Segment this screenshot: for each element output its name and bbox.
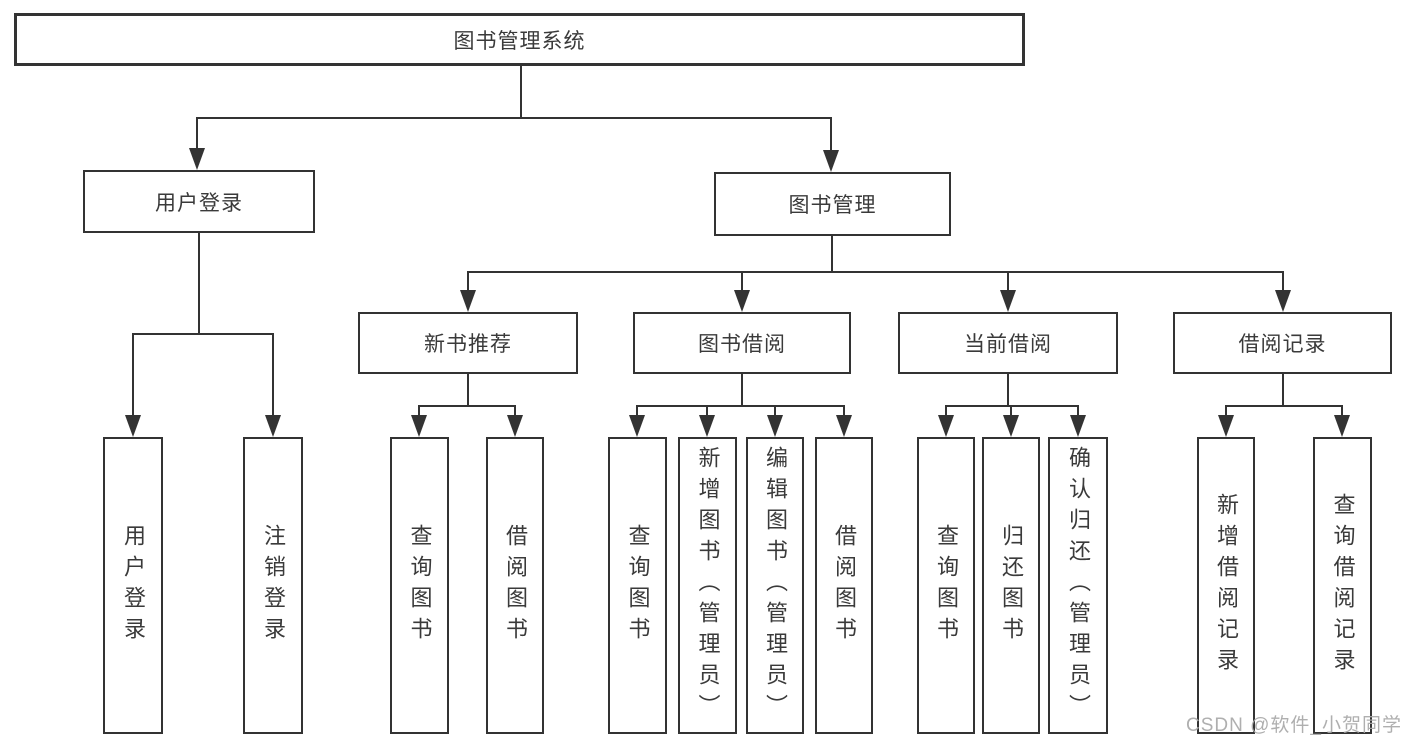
arrow-down-icon	[1003, 415, 1019, 437]
connector-user-login-branch	[132, 333, 274, 335]
connector-to-level3	[467, 271, 469, 292]
connector-stem	[741, 374, 743, 407]
connector-branch	[945, 405, 1079, 407]
arrow-down-icon	[460, 290, 476, 312]
leaf-user-login: 用户登录	[103, 437, 163, 734]
node-current-borrowing: 当前借阅	[898, 312, 1118, 374]
node-new-book-recommendation-label: 新书推荐	[424, 333, 512, 356]
connector-to-level3	[1007, 271, 1009, 292]
leaf-query-books-current-label: 查询图书	[934, 523, 959, 648]
connector-user-login-stem	[198, 233, 200, 335]
connector-to-leaf	[418, 405, 420, 417]
connector-root-branch	[196, 117, 832, 119]
leaf-add-books-admin-label: 新增图书（管理员）	[695, 446, 721, 725]
connector-to-leaf	[132, 333, 134, 415]
connector-to-leaf	[1225, 405, 1227, 417]
arrow-down-icon	[265, 415, 281, 437]
leaf-borrow-books-recommend-label: 借阅图书	[503, 523, 528, 648]
connector-to-leaf	[1341, 405, 1343, 417]
leaf-query-books-recommend: 查询图书	[390, 437, 449, 734]
node-book-management: 图书管理	[714, 172, 951, 236]
leaf-user-login-label: 用户登录	[121, 523, 146, 648]
connector-book-management-stem	[831, 236, 833, 273]
connector-to-leaf	[843, 405, 845, 417]
connector-to-level3	[741, 271, 743, 292]
connector-to-leaf	[1077, 405, 1079, 417]
leaf-add-borrow-record-label: 新增借阅记录	[1214, 492, 1239, 679]
node-user-login: 用户登录	[83, 170, 315, 233]
connector-root-stem	[520, 66, 522, 119]
node-borrowing-records: 借阅记录	[1173, 312, 1392, 374]
arrow-down-icon	[1334, 415, 1350, 437]
leaf-query-books-current: 查询图书	[917, 437, 975, 734]
leaf-query-books-borrowing: 查询图书	[608, 437, 667, 734]
arrow-down-icon	[1275, 290, 1291, 312]
leaf-return-books: 归还图书	[982, 437, 1040, 734]
connector-branch	[418, 405, 516, 407]
connector-book-management-branch	[467, 271, 1284, 273]
connector-to-leaf	[774, 405, 776, 417]
leaf-borrow-books-recommend: 借阅图书	[486, 437, 544, 734]
csdn-watermark: CSDN @软件_小贺同学	[1186, 715, 1402, 736]
connector-stem	[467, 374, 469, 407]
leaf-return-books-label: 归还图书	[999, 523, 1024, 648]
leaf-confirm-return-admin: 确认归还（管理员）	[1048, 437, 1108, 734]
leaf-query-borrow-record-label: 查询借阅记录	[1330, 492, 1356, 679]
leaf-borrow-books: 借阅图书	[815, 437, 873, 734]
leaf-query-books-borrowing-label: 查询图书	[625, 523, 651, 648]
arrow-down-icon	[1218, 415, 1234, 437]
arrow-down-icon	[836, 415, 852, 437]
node-new-book-recommendation: 新书推荐	[358, 312, 578, 374]
connector-to-leaf	[636, 405, 638, 417]
connector-to-level3	[1282, 271, 1284, 292]
node-book-borrowing-label: 图书借阅	[698, 333, 786, 356]
node-root: 图书管理系统	[14, 13, 1025, 66]
node-user-login-label: 用户登录	[155, 191, 243, 215]
connector-to-leaf	[945, 405, 947, 417]
connector-to-leaf	[706, 405, 708, 417]
connector-to-leaf	[272, 333, 274, 415]
connector-stem	[1282, 374, 1284, 407]
arrow-down-icon	[411, 415, 427, 437]
arrow-down-icon	[507, 415, 523, 437]
arrow-down-icon	[938, 415, 954, 437]
connector-to-leaf	[1010, 405, 1012, 417]
leaf-query-books-recommend-label: 查询图书	[407, 523, 433, 648]
leaf-confirm-return-admin-label: 确认归还（管理员）	[1066, 446, 1091, 725]
arrow-down-icon	[1070, 415, 1086, 437]
arrow-down-icon	[1000, 290, 1016, 312]
leaf-edit-books-admin-label: 编辑图书（管理员）	[763, 446, 788, 725]
leaf-logout-label: 注销登录	[261, 523, 286, 648]
connector-to-user-login	[196, 117, 198, 150]
connector-to-leaf	[514, 405, 516, 417]
connector-to-book-management	[830, 117, 832, 152]
node-current-borrowing-label: 当前借阅	[964, 333, 1052, 356]
node-root-label: 图书管理系统	[453, 29, 586, 53]
connector-branch	[636, 405, 844, 407]
arrow-down-icon	[125, 415, 141, 437]
arrow-down-icon	[767, 415, 783, 437]
connector-stem	[1007, 374, 1009, 407]
leaf-logout: 注销登录	[243, 437, 303, 734]
arrow-down-icon	[823, 150, 839, 172]
arrow-down-icon	[629, 415, 645, 437]
leaf-edit-books-admin: 编辑图书（管理员）	[746, 437, 804, 734]
leaf-borrow-books-label: 借阅图书	[832, 523, 857, 648]
leaf-add-books-admin: 新增图书（管理员）	[678, 437, 737, 734]
node-borrowing-records-label: 借阅记录	[1238, 333, 1327, 356]
node-book-management-label: 图书管理	[788, 194, 877, 217]
arrow-down-icon	[734, 290, 750, 312]
arrow-down-icon	[699, 415, 715, 437]
leaf-add-borrow-record: 新增借阅记录	[1197, 437, 1255, 734]
arrow-down-icon	[189, 148, 205, 170]
node-book-borrowing: 图书借阅	[633, 312, 851, 374]
connector-branch	[1225, 405, 1343, 407]
leaf-query-borrow-record: 查询借阅记录	[1313, 437, 1372, 734]
